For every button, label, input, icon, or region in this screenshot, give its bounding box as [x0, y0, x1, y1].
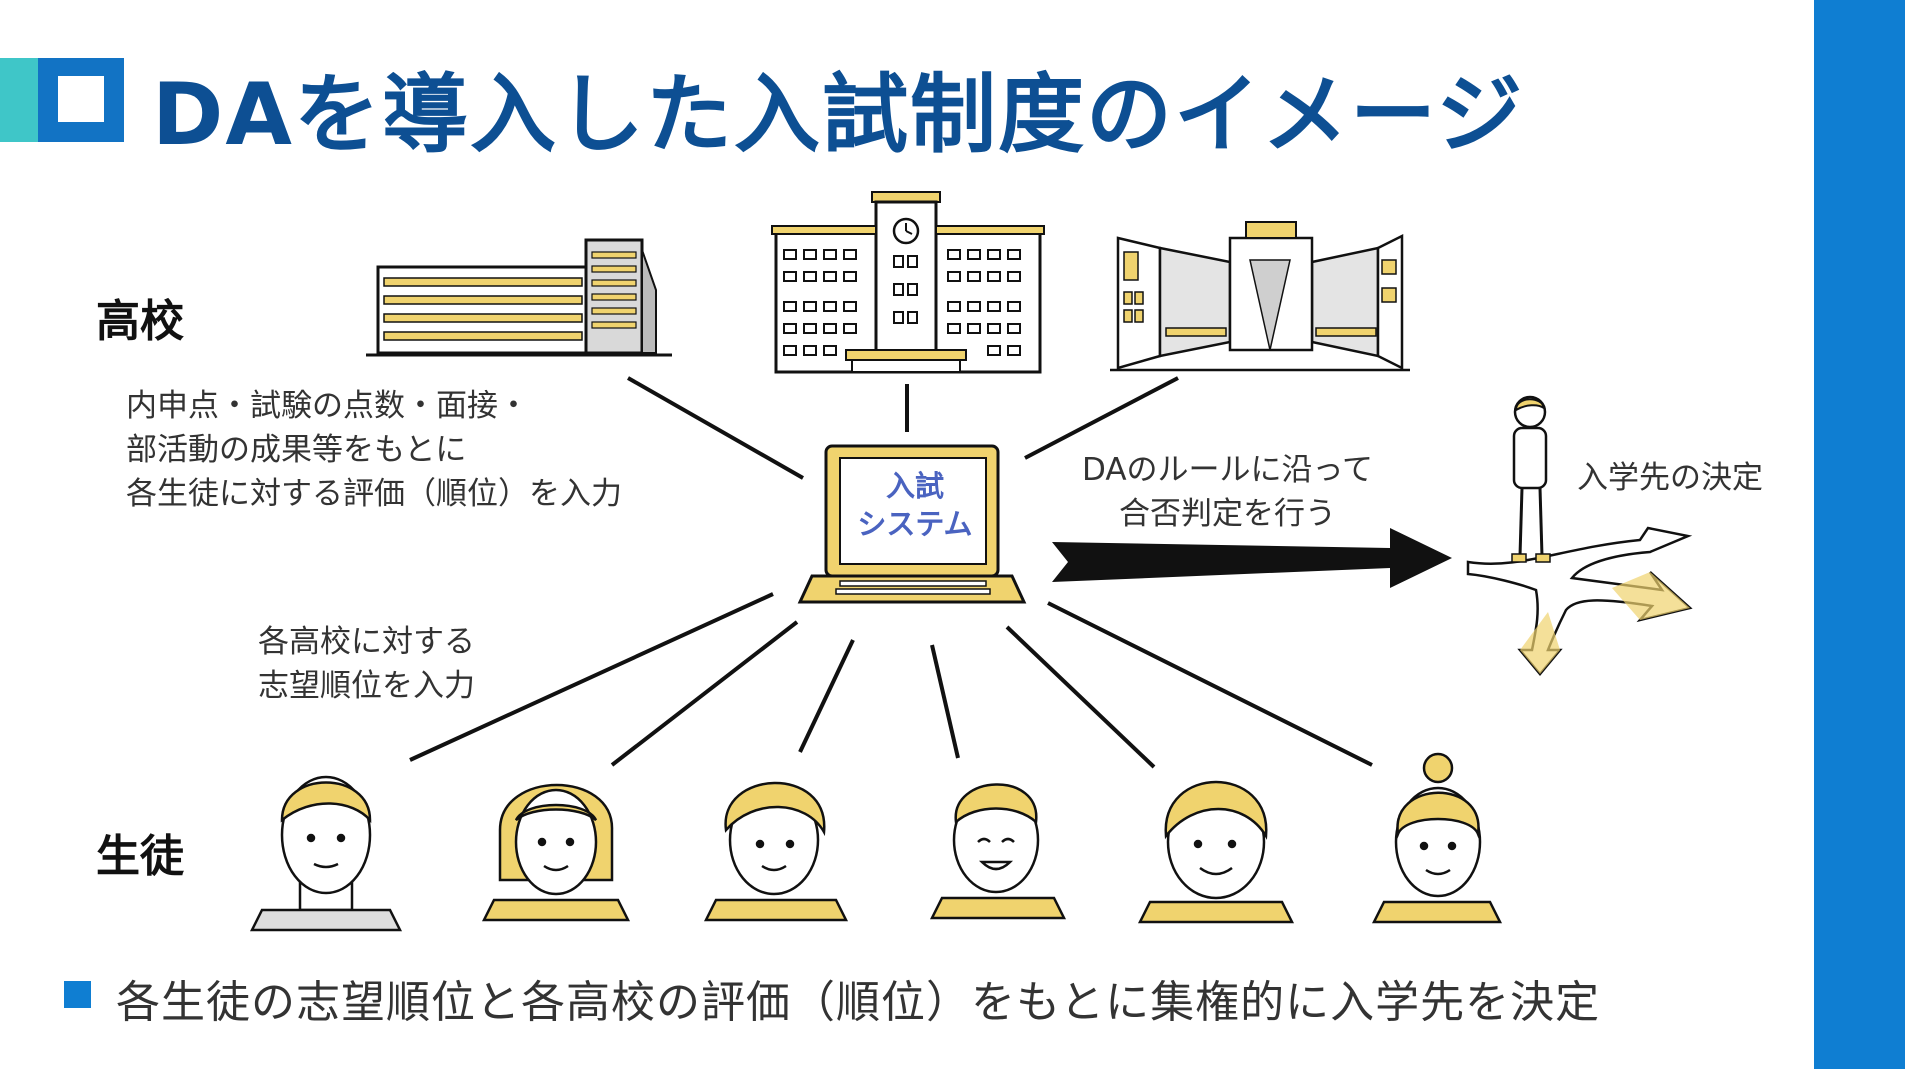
page-title: DAを導入した入試制度のイメージ [152, 65, 1525, 165]
title-square-icon [0, 58, 130, 142]
note-student-pref: 各高校に対する 志望順位を入力 [258, 624, 475, 704]
student-connector-lines [409, 592, 1373, 769]
clock-school-icon [771, 191, 1045, 374]
campus-icon [1110, 221, 1410, 372]
laptop-icon [797, 444, 1027, 604]
label-high-school: 高校 [96, 296, 184, 347]
school-connector-lines [627, 376, 1179, 480]
bullet-square-icon [64, 981, 91, 1008]
note-decision: 入学先の決定 [1577, 460, 1763, 496]
building-icon [366, 238, 672, 357]
student-face-icon [249, 752, 1503, 932]
big-arrow [1052, 528, 1452, 588]
right-accent-bar [1814, 0, 1905, 1069]
summary-bullet: 各生徒の志望順位と各高校の評価（順位）をもとに集権的に入学先を決定 [116, 977, 1601, 1028]
note-da-rule: DAのルールに沿って 合否判定を行う [1082, 452, 1373, 532]
person-crossroads-icon [1466, 395, 1693, 676]
system-label: 入試 システム [857, 469, 973, 541]
label-students: 生徒 [96, 831, 184, 882]
note-school-eval: 内申点・試験の点数・面接・ 部活動の成果等をもとに 各生徒に対する評価（順位）を… [126, 388, 622, 512]
